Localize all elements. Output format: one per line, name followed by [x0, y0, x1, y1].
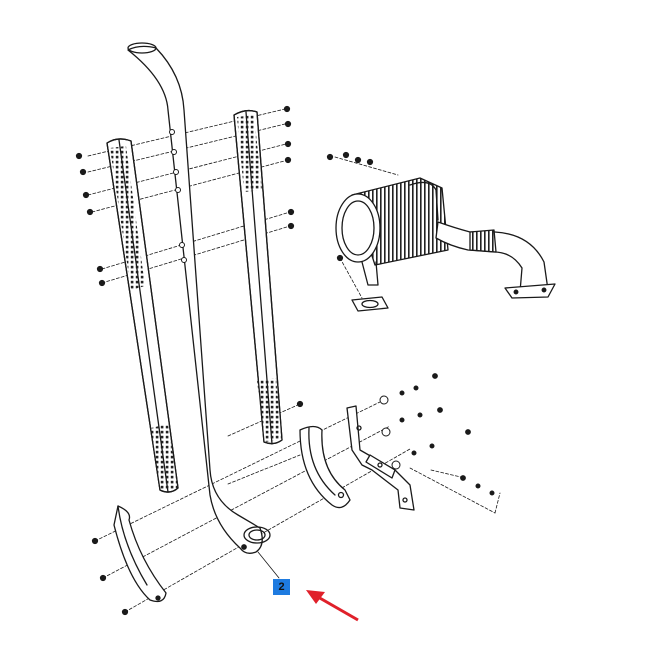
part-number-badge[interactable]	[273, 579, 290, 595]
muffler	[335, 177, 449, 286]
elbow-pipe	[435, 221, 556, 299]
gasket	[351, 296, 389, 312]
curved-strap	[299, 425, 351, 509]
fasteners	[75, 105, 495, 616]
lower-left-shield	[113, 505, 167, 603]
washers	[379, 395, 401, 470]
exhaust-stack-pipe	[127, 42, 271, 554]
pointer-arrow	[306, 590, 359, 622]
mounting-bracket	[346, 405, 415, 511]
callout-leader-line	[257, 551, 280, 579]
part-number-label[interactable]: 2	[278, 581, 285, 593]
right-heat-shield	[233, 109, 283, 445]
left-heat-shield	[106, 138, 179, 493]
